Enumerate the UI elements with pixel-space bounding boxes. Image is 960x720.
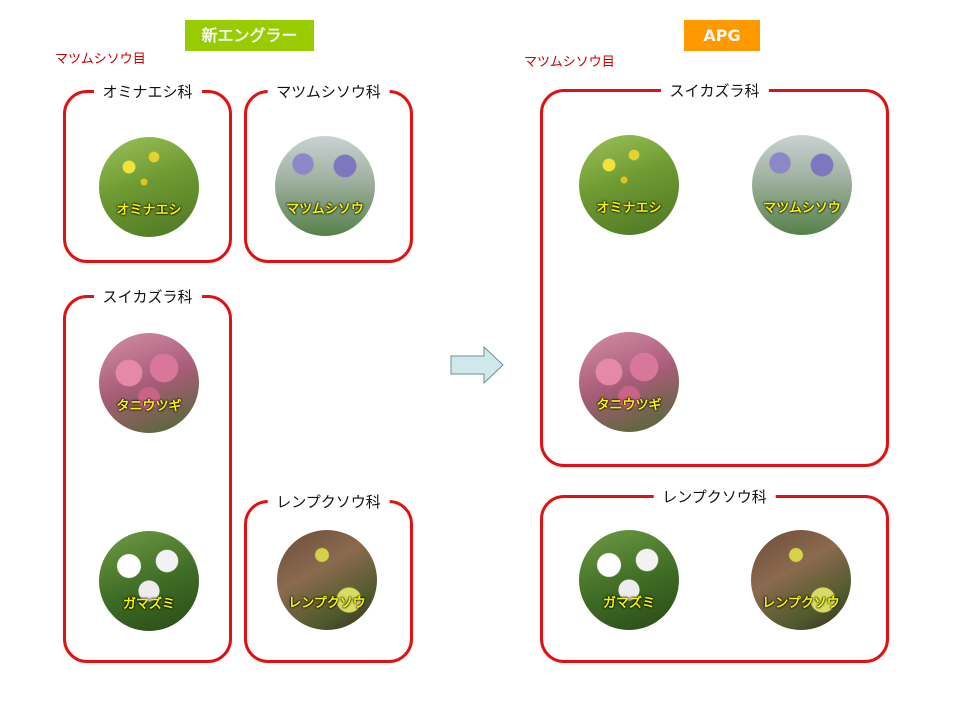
plant-matsumushisou: マツムシソウ [275, 136, 375, 236]
plant-taniutsugi: タニウツギ [579, 332, 679, 432]
plant-renpukusou: レンプクソウ [277, 530, 377, 630]
plant-renpukusou: レンプクソウ [751, 530, 851, 630]
family-label: オミナエシ科 [93, 81, 202, 103]
family-label: スイカズラ科 [660, 80, 769, 102]
family-box-suikazura: スイカズラ科 タニウツギ ガマズミ [63, 286, 232, 663]
family-box-ominaeshi: オミナエシ科 オミナエシ [63, 81, 232, 263]
plant-label: オミナエシ [596, 201, 662, 216]
family-box-matsumushisou: マツムシソウ科 マツムシソウ [244, 81, 413, 263]
plant-label: タニウツギ [116, 399, 182, 414]
family-label: スイカズラ科 [93, 286, 202, 308]
classification-header-new-engler: 新エングラー [185, 20, 314, 51]
plant-label: タニウツギ [596, 398, 662, 413]
order-label-left: マツムシソウ目 [55, 52, 146, 67]
family-label: マツムシソウ科 [267, 81, 390, 103]
plant-label: レンプクソウ [288, 596, 366, 611]
plant-label: オミナエシ [116, 203, 182, 218]
plant-gamazumi: ガマズミ [99, 531, 199, 631]
plant-ominaeshi: オミナエシ [99, 137, 199, 237]
family-label: レンプクソウ科 [653, 486, 776, 508]
plant-taniutsugi: タニウツギ [99, 333, 199, 433]
plant-matsumushisou: マツムシソウ [752, 135, 852, 235]
family-box-renpukusou-apg: レンプクソウ科 ガマズミ レンプクソウ [540, 486, 889, 663]
order-label-right: マツムシソウ目 [524, 55, 615, 70]
plant-gamazumi: ガマズミ [579, 530, 679, 630]
classification-header-apg: APG [684, 20, 760, 51]
plant-label: レンプクソウ [762, 596, 840, 611]
plant-ominaeshi: オミナエシ [579, 135, 679, 235]
plant-label: マツムシソウ [286, 202, 364, 217]
family-box-suikazura-apg: スイカズラ科 オミナエシ マツムシソウ タニウツギ [540, 80, 889, 467]
plant-label: マツムシソウ [763, 201, 841, 216]
plant-label: ガマズミ [122, 597, 175, 612]
family-box-renpukusou: レンプクソウ科 レンプクソウ [244, 491, 413, 663]
family-label: レンプクソウ科 [267, 491, 390, 513]
plant-label: ガマズミ [602, 596, 655, 611]
right-arrow-icon [450, 346, 504, 384]
